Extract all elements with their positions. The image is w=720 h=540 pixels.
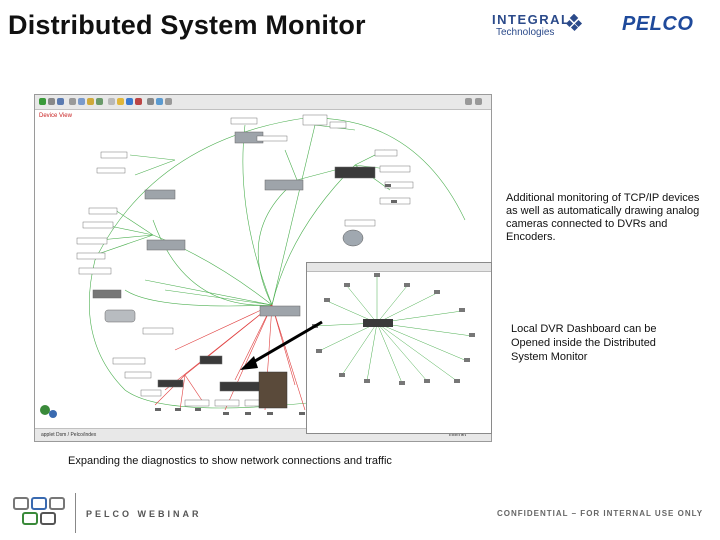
node-label <box>184 399 210 407</box>
status-right: Internet <box>449 432 466 438</box>
forward-icon[interactable] <box>48 98 55 105</box>
node-label <box>88 207 118 215</box>
search-icon[interactable] <box>78 98 85 105</box>
print-icon[interactable] <box>96 98 103 105</box>
dsm-logo-icon <box>40 405 57 418</box>
node-label <box>329 121 347 129</box>
dvr-toolbar <box>307 263 491 272</box>
integral-logo-text: INTEGRAL <box>492 12 571 27</box>
pointer-arrow <box>240 320 323 370</box>
dashboard-note: Local DVR Dashboard can be Opened inside… <box>511 323 657 363</box>
node-label <box>124 371 152 379</box>
node-label <box>302 114 328 126</box>
dome-camera-icon[interactable] <box>342 229 364 247</box>
dvr-dashboard-thumbnail[interactable] <box>258 371 288 409</box>
dvr-unit[interactable] <box>363 319 393 327</box>
dvr-cameras <box>312 273 475 385</box>
info-icon[interactable] <box>156 98 163 105</box>
pelco-logo: PELCO <box>622 13 694 35</box>
dvr-dashboard-window[interactable] <box>306 262 492 434</box>
dvr-links <box>314 276 473 384</box>
switch-device[interactable] <box>259 305 301 317</box>
integral-diamond-icon <box>566 14 583 32</box>
minimize-icon[interactable] <box>465 98 472 105</box>
dvr-device[interactable] <box>157 379 184 388</box>
node-label <box>96 167 126 174</box>
slide-caption: Expanding the diagnostics to show networ… <box>68 455 392 467</box>
node-label <box>82 221 114 229</box>
status-left: applet Dsm / Pelco/index <box>41 432 97 438</box>
home-icon[interactable] <box>69 98 76 105</box>
pelco-webinar-logo-icon <box>13 497 65 525</box>
integral-technologies-logo: INTEGRAL Technologies <box>492 12 602 42</box>
node-label <box>256 135 288 142</box>
camera-device[interactable] <box>92 289 122 299</box>
settings-icon[interactable] <box>147 98 154 105</box>
main-toolbar <box>35 95 491 110</box>
nvr-device[interactable] <box>334 166 376 179</box>
device-view-label: Device View <box>39 113 72 119</box>
node-label <box>214 399 240 407</box>
network-topology-diagram <box>40 114 466 418</box>
node-label <box>374 149 398 157</box>
slide-title: Distributed System Monitor <box>8 10 366 40</box>
dvr-device[interactable] <box>199 355 223 365</box>
node-label <box>76 252 106 260</box>
footer-divider <box>75 493 76 533</box>
node-label <box>230 117 258 125</box>
node-label <box>344 219 376 227</box>
monitoring-note: Additional monitoring of TCP/IP devices … <box>506 192 700 243</box>
zoom-in-icon[interactable] <box>108 98 115 105</box>
node-label <box>112 357 146 365</box>
footer-confidential-text: CONFIDENTIAL – FOR INTERNAL USE ONLY <box>497 509 704 518</box>
node-label <box>100 151 128 159</box>
stop-icon[interactable] <box>135 98 142 105</box>
encoder-device[interactable] <box>144 189 176 200</box>
close-icon[interactable] <box>475 98 482 105</box>
help-icon[interactable] <box>165 98 172 105</box>
network-icon[interactable] <box>126 98 133 105</box>
node-label <box>142 327 174 335</box>
dvr-device[interactable] <box>146 239 186 251</box>
node-label <box>140 389 162 397</box>
integral-logo-subtext: Technologies <box>496 27 555 38</box>
box-camera-icon[interactable] <box>104 309 136 323</box>
node-label <box>76 237 108 245</box>
folder-icon[interactable] <box>87 98 94 105</box>
footer-webinar-text: PELCO WEBINAR <box>86 509 202 519</box>
refresh-icon[interactable] <box>57 98 64 105</box>
dvr-device[interactable] <box>264 179 304 191</box>
node-label <box>78 267 112 275</box>
dvr-camera-diagram <box>312 273 475 385</box>
back-icon[interactable] <box>39 98 46 105</box>
node-label <box>379 165 411 173</box>
dvr-device[interactable] <box>219 381 261 392</box>
star-icon[interactable] <box>117 98 124 105</box>
